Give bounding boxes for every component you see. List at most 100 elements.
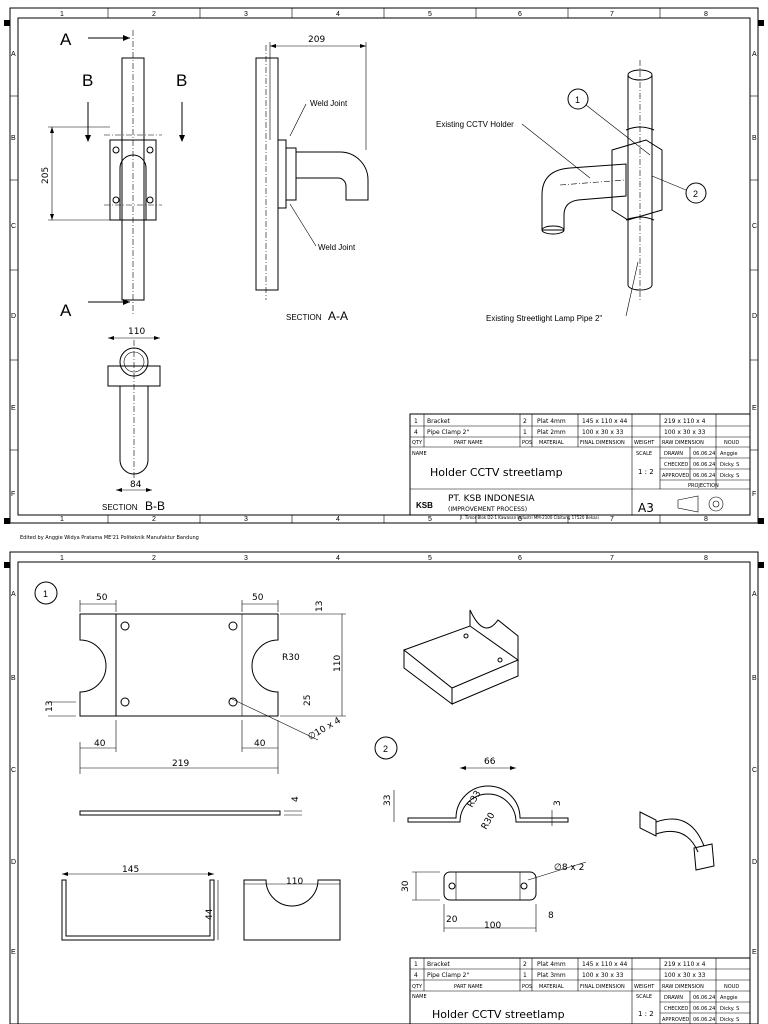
dim-100: 100 bbox=[484, 921, 501, 931]
tb2-name-label: NAME bbox=[412, 994, 427, 1000]
tb2-h-raw: RAW DIMENSION bbox=[662, 984, 704, 990]
tb1-h-final: FINAL DIMENSION bbox=[580, 440, 625, 446]
grid-row-f: F bbox=[11, 491, 15, 498]
tb1-h-raw: RAW DIMENSION bbox=[662, 440, 704, 446]
tb2-date-1: 06.06.24 bbox=[693, 995, 715, 1001]
tb1-size: A3 bbox=[638, 501, 654, 515]
tb1-approved-by: Dicky. S bbox=[720, 473, 739, 479]
grid-row-a: A bbox=[11, 51, 16, 58]
grid2-row-a: A bbox=[11, 591, 16, 598]
dim-holes-8: ∅8 x 2 bbox=[554, 863, 584, 873]
grid-col-5b: 5 bbox=[428, 516, 432, 523]
tb2-r2-raw: 100 x 30 x 33 bbox=[664, 972, 706, 979]
clamp-top-view bbox=[412, 861, 587, 932]
section-bb-view bbox=[107, 336, 161, 492]
grid2-col-4: 4 bbox=[336, 555, 340, 562]
grid2-col-7: 7 bbox=[610, 555, 614, 562]
grid2-row-d-r: D bbox=[752, 859, 757, 866]
dim-50-left: 50 bbox=[96, 593, 108, 603]
dim-33: 33 bbox=[383, 795, 393, 806]
dim-110: 110 bbox=[333, 655, 343, 672]
iso-balloon-2 bbox=[685, 182, 707, 204]
dim-8: 8 bbox=[548, 911, 554, 921]
tb1-r2-part: Pipe Clamp 2" bbox=[427, 429, 469, 436]
grid-col-6b: 6 bbox=[518, 516, 522, 523]
tb2-r2-pos: 1 bbox=[523, 972, 527, 979]
dim-66: 66 bbox=[484, 757, 496, 767]
dim-40-left: 40 bbox=[94, 739, 106, 749]
part2-balloon-text: 2 bbox=[383, 744, 388, 754]
tb2-approved: APPROVED bbox=[662, 1017, 689, 1023]
dim-r30: R30 bbox=[282, 653, 300, 663]
dim-145: 145 bbox=[122, 865, 139, 875]
tb1-r2-raw: 100 x 30 x 33 bbox=[664, 429, 706, 436]
bracket-flat-view bbox=[48, 600, 346, 774]
tb1-date-1: 06.06.24 bbox=[693, 451, 715, 457]
tb1-checked-by: Dicky. S bbox=[720, 462, 739, 468]
dim-30: 30 bbox=[401, 880, 411, 892]
tb2-approved-by: Dicky. S bbox=[720, 1017, 739, 1023]
section-b-right-label: B bbox=[176, 71, 187, 90]
grid-col-5: 5 bbox=[428, 11, 432, 18]
grid2-row-a-r: A bbox=[752, 591, 757, 598]
tb1-h-weight: WEIGHT bbox=[634, 440, 655, 446]
grid-col-3b: 3 bbox=[244, 516, 248, 523]
clamp-iso-view bbox=[639, 811, 715, 871]
section-a-top-label: A bbox=[60, 30, 72, 49]
sheet-2: 1 2 3 4 5 6 7 8 A B C D E A B C D E 1 bbox=[4, 551, 764, 1024]
ksb-logo-text: KSB bbox=[416, 501, 433, 510]
dim-40-right: 40 bbox=[254, 739, 266, 749]
tb2-r1-mat: Plat 4mm bbox=[537, 961, 566, 968]
tb2-r2-qty: 4 bbox=[414, 972, 418, 979]
tb1-r2-final: 100 x 30 x 33 bbox=[582, 429, 624, 436]
grid-row-b: B bbox=[11, 135, 16, 142]
tb1-r2-pos: 1 bbox=[523, 429, 527, 436]
dim-50-right: 50 bbox=[252, 593, 264, 603]
tb2-drawing-name: Holder CCTV streetlamp bbox=[432, 1008, 565, 1021]
grid-col-8: 8 bbox=[704, 11, 708, 18]
dim-holes-10: ∅10 x 4 bbox=[307, 716, 343, 743]
tb1-drawn: DRAWN bbox=[664, 451, 683, 457]
grid2-col-8: 8 bbox=[704, 555, 708, 562]
part1-balloon-text: 1 bbox=[43, 589, 48, 599]
tb2-h-mat: MATERIAL bbox=[539, 984, 564, 990]
grid-row-d: D bbox=[11, 313, 16, 320]
tb1-h-pos: POS bbox=[522, 440, 532, 446]
existing-holder-label: Existing CCTV Holder bbox=[436, 120, 514, 129]
grid-row-d-r: D bbox=[752, 313, 757, 320]
dim-110-side: 110 bbox=[286, 877, 303, 887]
section-b-left-label: B bbox=[82, 71, 93, 90]
tb1-r2-mat: Plat 2mm bbox=[537, 429, 566, 436]
iso-balloon-1 bbox=[567, 88, 589, 110]
tb2-h-pos: POS bbox=[522, 984, 532, 990]
tb1-r1-final: 145 x 110 x 44 bbox=[582, 418, 627, 425]
tb1-drawn-by: Anggie bbox=[720, 451, 737, 457]
grid2-row-e-r: E bbox=[752, 949, 757, 956]
grid-col-1: 1 bbox=[60, 11, 64, 18]
grid-row-f-r: F bbox=[752, 491, 756, 498]
grid-col-2: 2 bbox=[152, 11, 156, 18]
tb1-h-qty: QTY bbox=[412, 440, 423, 446]
tb1-scale-label: SCALE bbox=[636, 451, 652, 457]
section-bb-label: B-B bbox=[145, 499, 165, 513]
tb1-r1-pos: 2 bbox=[523, 418, 527, 425]
tb2-date-2: 06.06.24 bbox=[693, 1006, 715, 1012]
sheet2-border bbox=[17, 561, 751, 1024]
dim-r30-clamp: R30 bbox=[480, 811, 498, 832]
dim-20: 20 bbox=[446, 915, 458, 925]
sheet2-frame bbox=[9, 551, 759, 1024]
grid2-col-6: 6 bbox=[518, 555, 522, 562]
dim-219: 219 bbox=[172, 759, 189, 769]
grid-row-c-r: C bbox=[752, 223, 757, 230]
tb2-drawn-by: Anggie bbox=[720, 995, 737, 1001]
grid-row-e: E bbox=[11, 405, 16, 412]
dim-84: 84 bbox=[130, 480, 142, 490]
tb2-r2-mat: Plat 3mm bbox=[537, 972, 566, 979]
tb1-r1-raw: 219 x 110 x 4 bbox=[664, 418, 706, 425]
bracket-side-view bbox=[61, 872, 341, 941]
dim-205: 205 bbox=[41, 167, 51, 184]
dim-13-right: 13 bbox=[315, 601, 325, 612]
tb1-address: Jl. Timor Blok D2-1 Kawasan Industri MM-… bbox=[459, 515, 599, 520]
tb2-checked: CHECKED bbox=[664, 1006, 688, 1012]
tb1-company: PT. KSB INDONESIA bbox=[448, 494, 535, 504]
